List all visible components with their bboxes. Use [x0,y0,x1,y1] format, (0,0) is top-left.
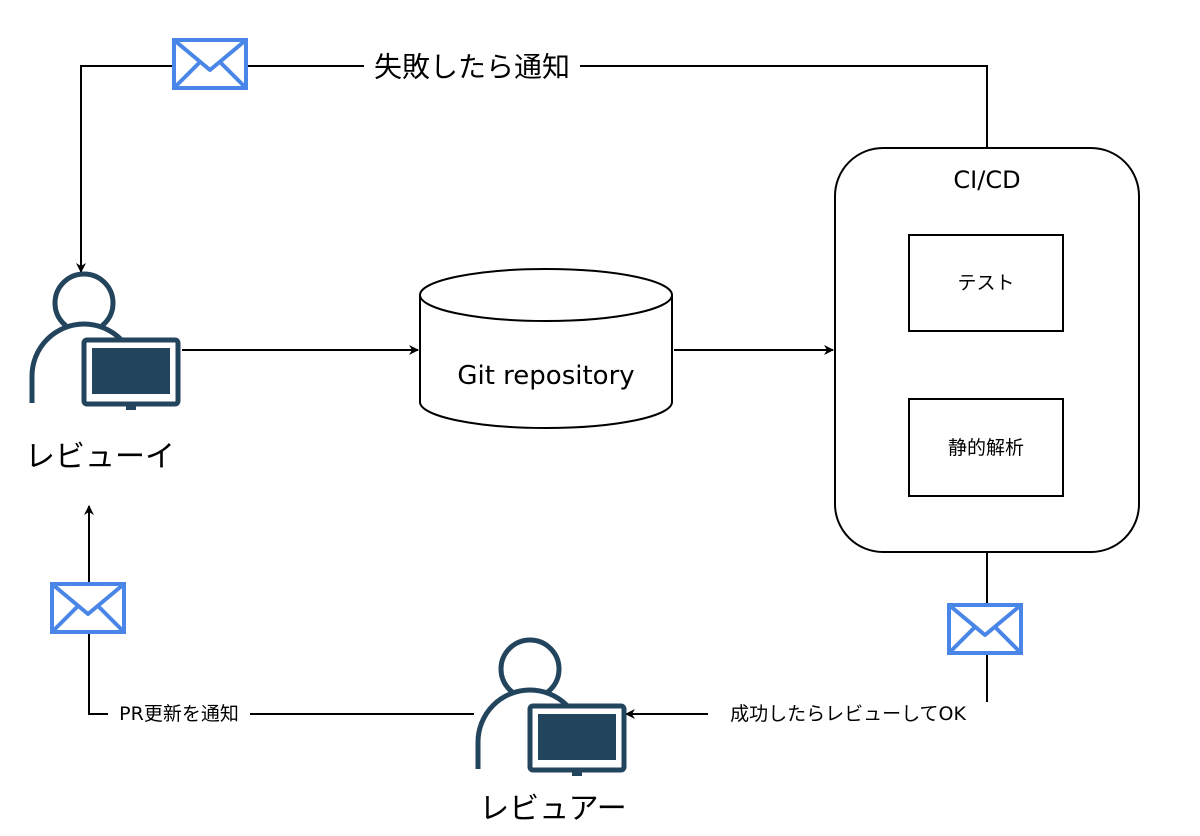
cicd-step-test [908,234,1064,332]
reviewer-label: レビュアー [479,792,627,827]
envelope-icon [172,38,248,90]
reviewee-label: レビューイ [25,440,175,475]
reviewee-node: レビューイ [25,274,178,475]
cicd-step-static-analysis [908,398,1064,497]
cicd-node: CI/CD テスト 静的解析 [834,147,1140,553]
cicd-title: CI/CD [953,166,1020,194]
cicd-step-test-label: テスト [957,272,1014,294]
edge-success-review [625,552,988,719]
envelope-icon [947,603,1023,655]
cicd-step-static-analysis-label: 静的解析 [948,437,1024,459]
git-repository-label: Git repository [457,361,634,391]
person-computer-icon [32,274,178,422]
edge-pr-update-notify [84,505,474,715]
person-computer-icon [478,640,624,788]
reviewer-node: レビュアー [478,640,627,827]
git-repository-node: Git repository [419,268,673,429]
success-review-label: 成功したらレビューしてOK [730,703,966,725]
pr-update-label-bg [108,702,250,728]
fail-notify-label: 失敗したら通知 [374,51,570,84]
envelope-icon [50,582,126,634]
fail-notify-label-bg [364,50,580,84]
pr-update-label: PR更新を通知 [119,703,239,725]
success-review-label-bg [708,702,990,728]
